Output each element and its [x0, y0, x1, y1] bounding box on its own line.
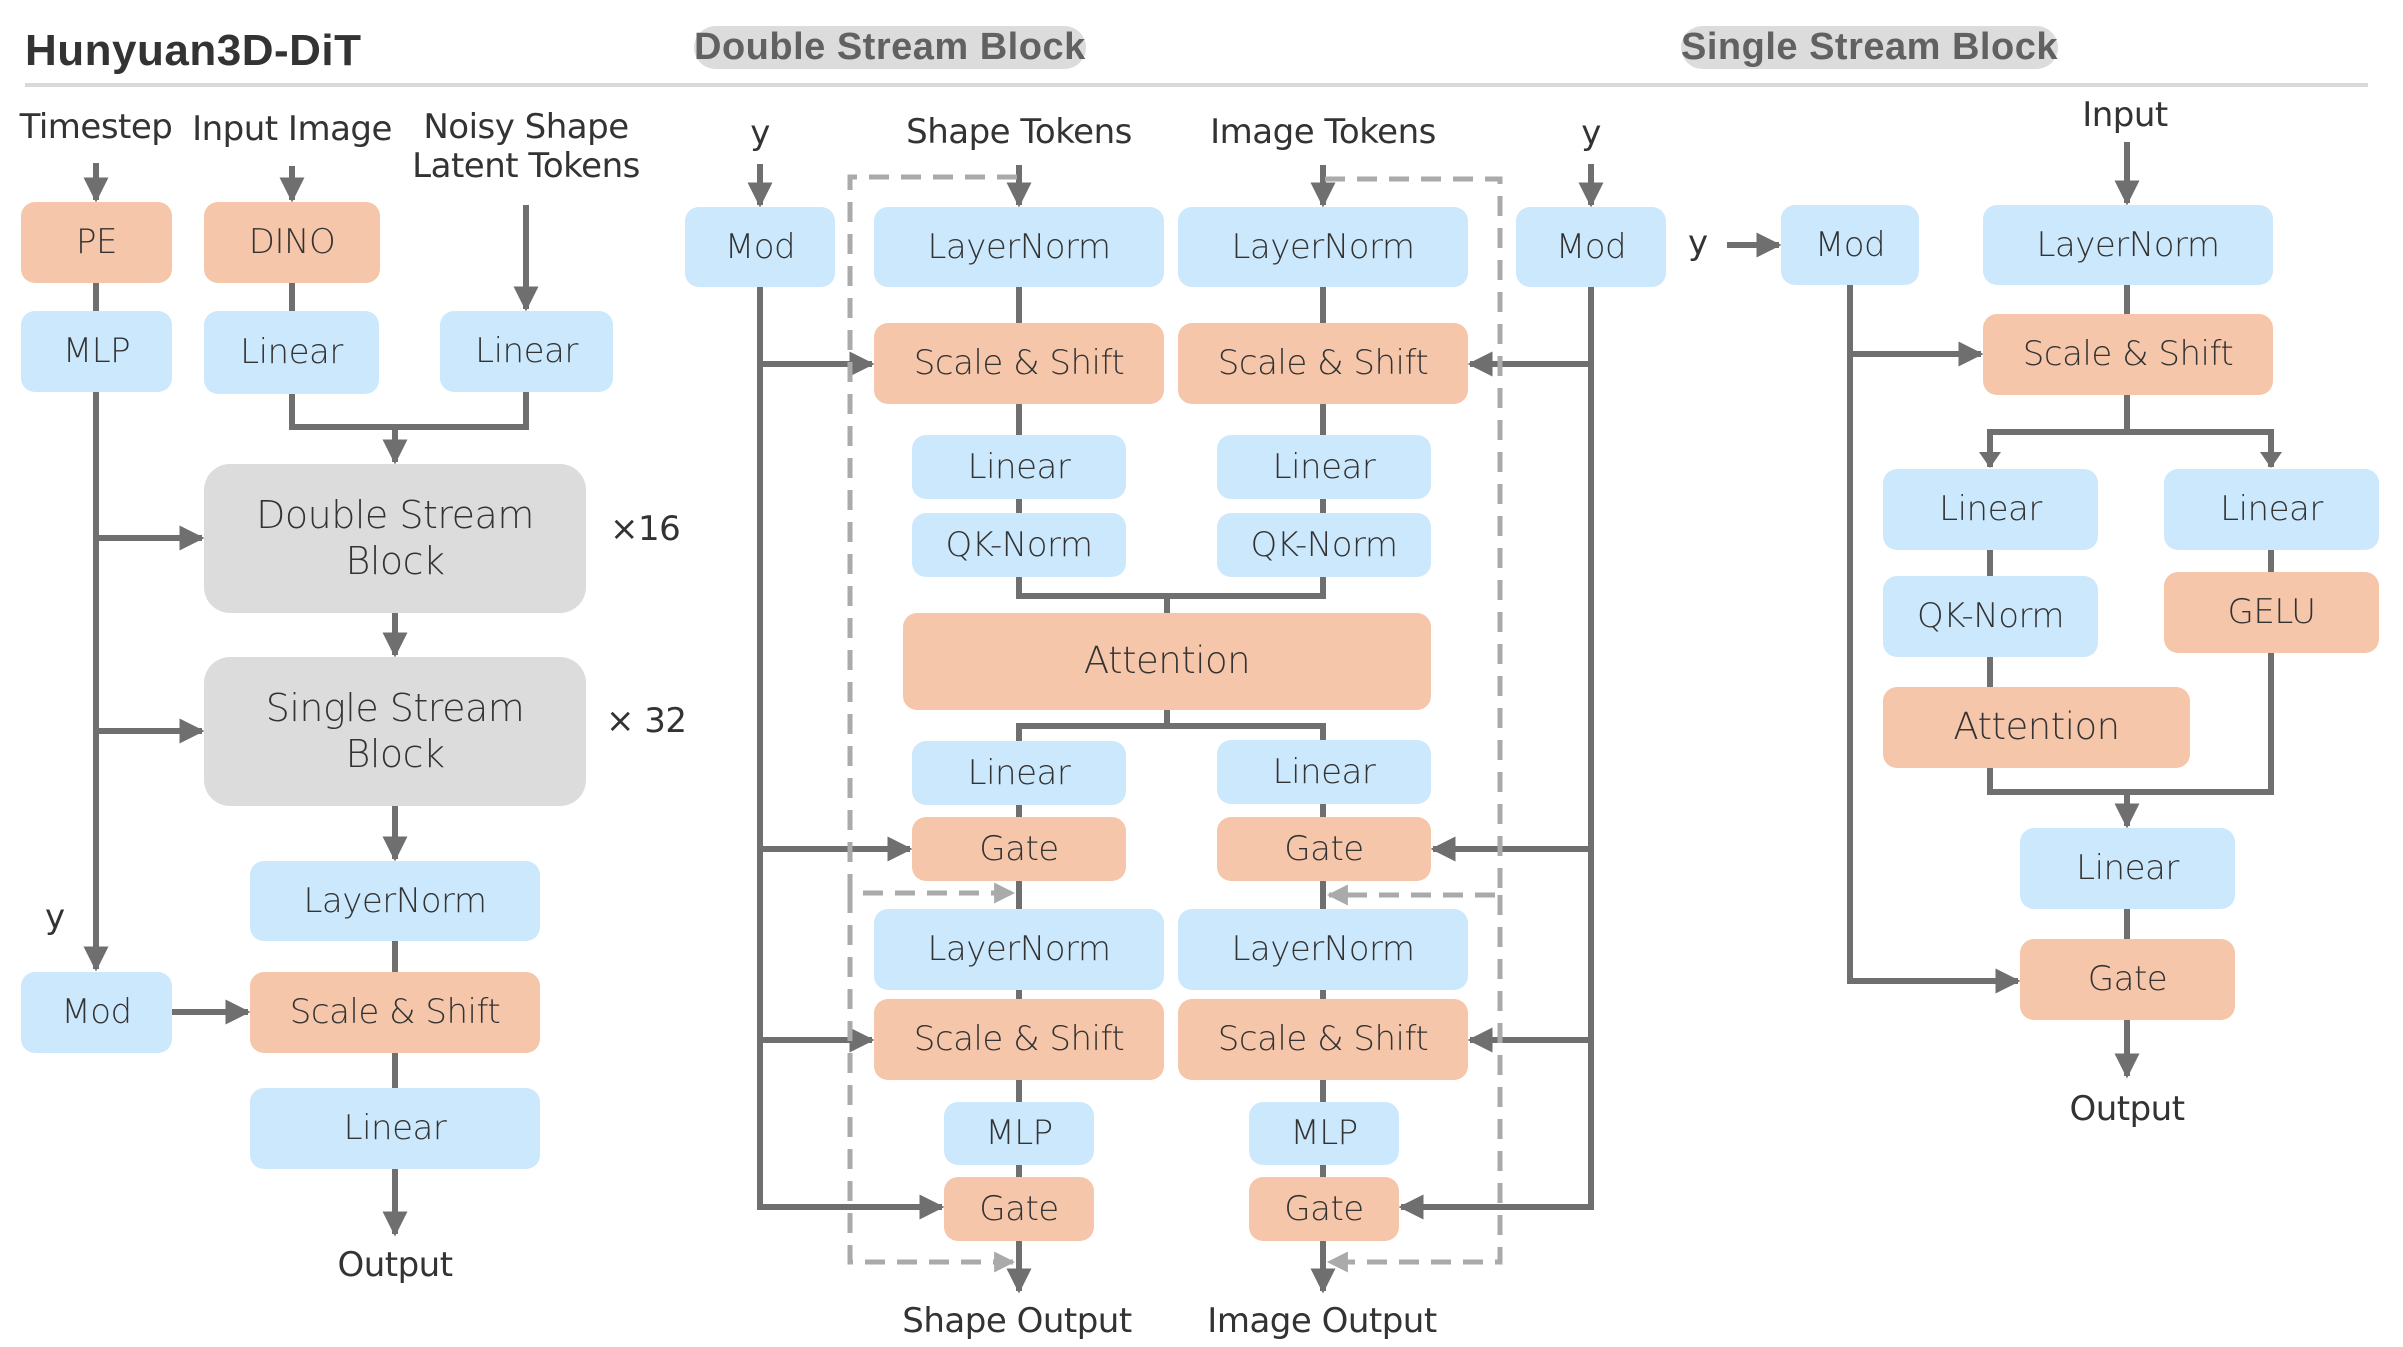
label-output-single: Output: [2069, 1089, 2185, 1129]
arrowhead-ss-right-branch: [2260, 452, 2282, 468]
double-stream-block-stack: Double Stream Block: [204, 464, 586, 613]
mlp-block: MLP: [21, 311, 172, 392]
label-image-output: Image Output: [1207, 1301, 1437, 1341]
image-gate1-block: Gate: [1217, 817, 1431, 881]
label-shape-tokens: Shape Tokens: [906, 112, 1132, 152]
title-hunyuan3d-dit: Hunyuan3D-DiT: [25, 26, 362, 75]
label-input-image: Input Image: [192, 109, 392, 149]
single-mod-block: Mod: [1781, 205, 1919, 285]
dino-block: DINO: [204, 202, 380, 283]
single-linear-mlp-block: Linear: [2164, 469, 2379, 550]
wire-attn-split: [1016, 710, 1326, 741]
linear-image-block: Linear: [204, 311, 379, 394]
label-y-double-right: y: [1581, 113, 1601, 153]
label-y-double-left: y: [750, 113, 770, 153]
single-layernorm-block: LayerNorm: [1983, 205, 2273, 285]
image-scale-shift2-block: Scale & Shift: [1178, 999, 1468, 1080]
label-input-single: Input: [2082, 95, 2168, 135]
single-stream-repeat-count: × 32: [606, 701, 687, 741]
shape-linear2-block: Linear: [912, 741, 1126, 805]
final-linear-block: Linear: [250, 1088, 540, 1169]
label-timestep: Timestep: [19, 107, 173, 147]
image-gate2-block: Gate: [1249, 1177, 1399, 1241]
final-layernorm-block: LayerNorm: [250, 861, 540, 941]
linear-latent-block: Linear: [440, 311, 613, 392]
mod-shape-block: Mod: [685, 207, 835, 287]
shape-mlp-block: MLP: [944, 1102, 1094, 1165]
single-gelu-block: GELU: [2164, 572, 2379, 653]
image-linear1-block: Linear: [1217, 435, 1431, 499]
image-scale-shift1-block: Scale & Shift: [1178, 323, 1468, 404]
final-scale-shift-block: Scale & Shift: [250, 972, 540, 1053]
label-output-overview: Output: [337, 1245, 453, 1285]
single-gate-block: Gate: [2020, 939, 2235, 1020]
label-y-single: y: [1688, 223, 1708, 263]
label-shape-output: Shape Output: [902, 1301, 1132, 1341]
wire-qk-merge: [1016, 577, 1326, 613]
final-mod-block: Mod: [21, 972, 172, 1053]
image-mlp-block: MLP: [1249, 1102, 1399, 1165]
image-layernorm2-block: LayerNorm: [1178, 909, 1468, 990]
image-qk-norm-block: QK-Norm: [1217, 513, 1431, 577]
shape-layernorm2-block: LayerNorm: [874, 909, 1164, 990]
title-double-stream-block: Double Stream Block: [694, 26, 1086, 69]
joint-attention-block: Attention: [903, 613, 1431, 710]
single-attention-block: Attention: [1883, 687, 2190, 768]
shape-gate2-block: Gate: [944, 1177, 1094, 1241]
arrowhead-ss-left-branch: [1979, 452, 2001, 468]
mod-image-block: Mod: [1516, 207, 1666, 287]
single-linear-attn-block: Linear: [1883, 469, 2098, 550]
shape-scale-shift1-block: Scale & Shift: [874, 323, 1164, 404]
pe-block: PE: [21, 202, 172, 283]
wire-linears-merge: [289, 392, 529, 430]
label-y-overview: y: [45, 897, 65, 937]
single-qk-norm-block: QK-Norm: [1883, 576, 2098, 657]
shape-scale-shift2-block: Scale & Shift: [874, 999, 1164, 1080]
image-layernorm1-block: LayerNorm: [1178, 207, 1468, 287]
single-linear-out-block: Linear: [2020, 828, 2235, 909]
shape-linear1-block: Linear: [912, 435, 1126, 499]
double-stream-repeat-count: ×16: [610, 509, 681, 549]
shape-qk-norm-block: QK-Norm: [912, 513, 1126, 577]
label-noisy-shape-latent-tokens: Noisy Shape Latent Tokens: [412, 107, 640, 187]
label-image-tokens: Image Tokens: [1210, 112, 1436, 152]
single-stream-block-stack: Single Stream Block: [204, 657, 586, 806]
wire-ss-split: [1987, 395, 2274, 467]
single-scale-shift-block: Scale & Shift: [1983, 314, 2273, 395]
image-linear2-block: Linear: [1217, 740, 1431, 804]
shape-gate1-block: Gate: [912, 817, 1126, 881]
header-separator: [25, 83, 2368, 87]
title-single-stream-block: Single Stream Block: [1681, 26, 2058, 69]
shape-layernorm1-block: LayerNorm: [874, 207, 1164, 287]
